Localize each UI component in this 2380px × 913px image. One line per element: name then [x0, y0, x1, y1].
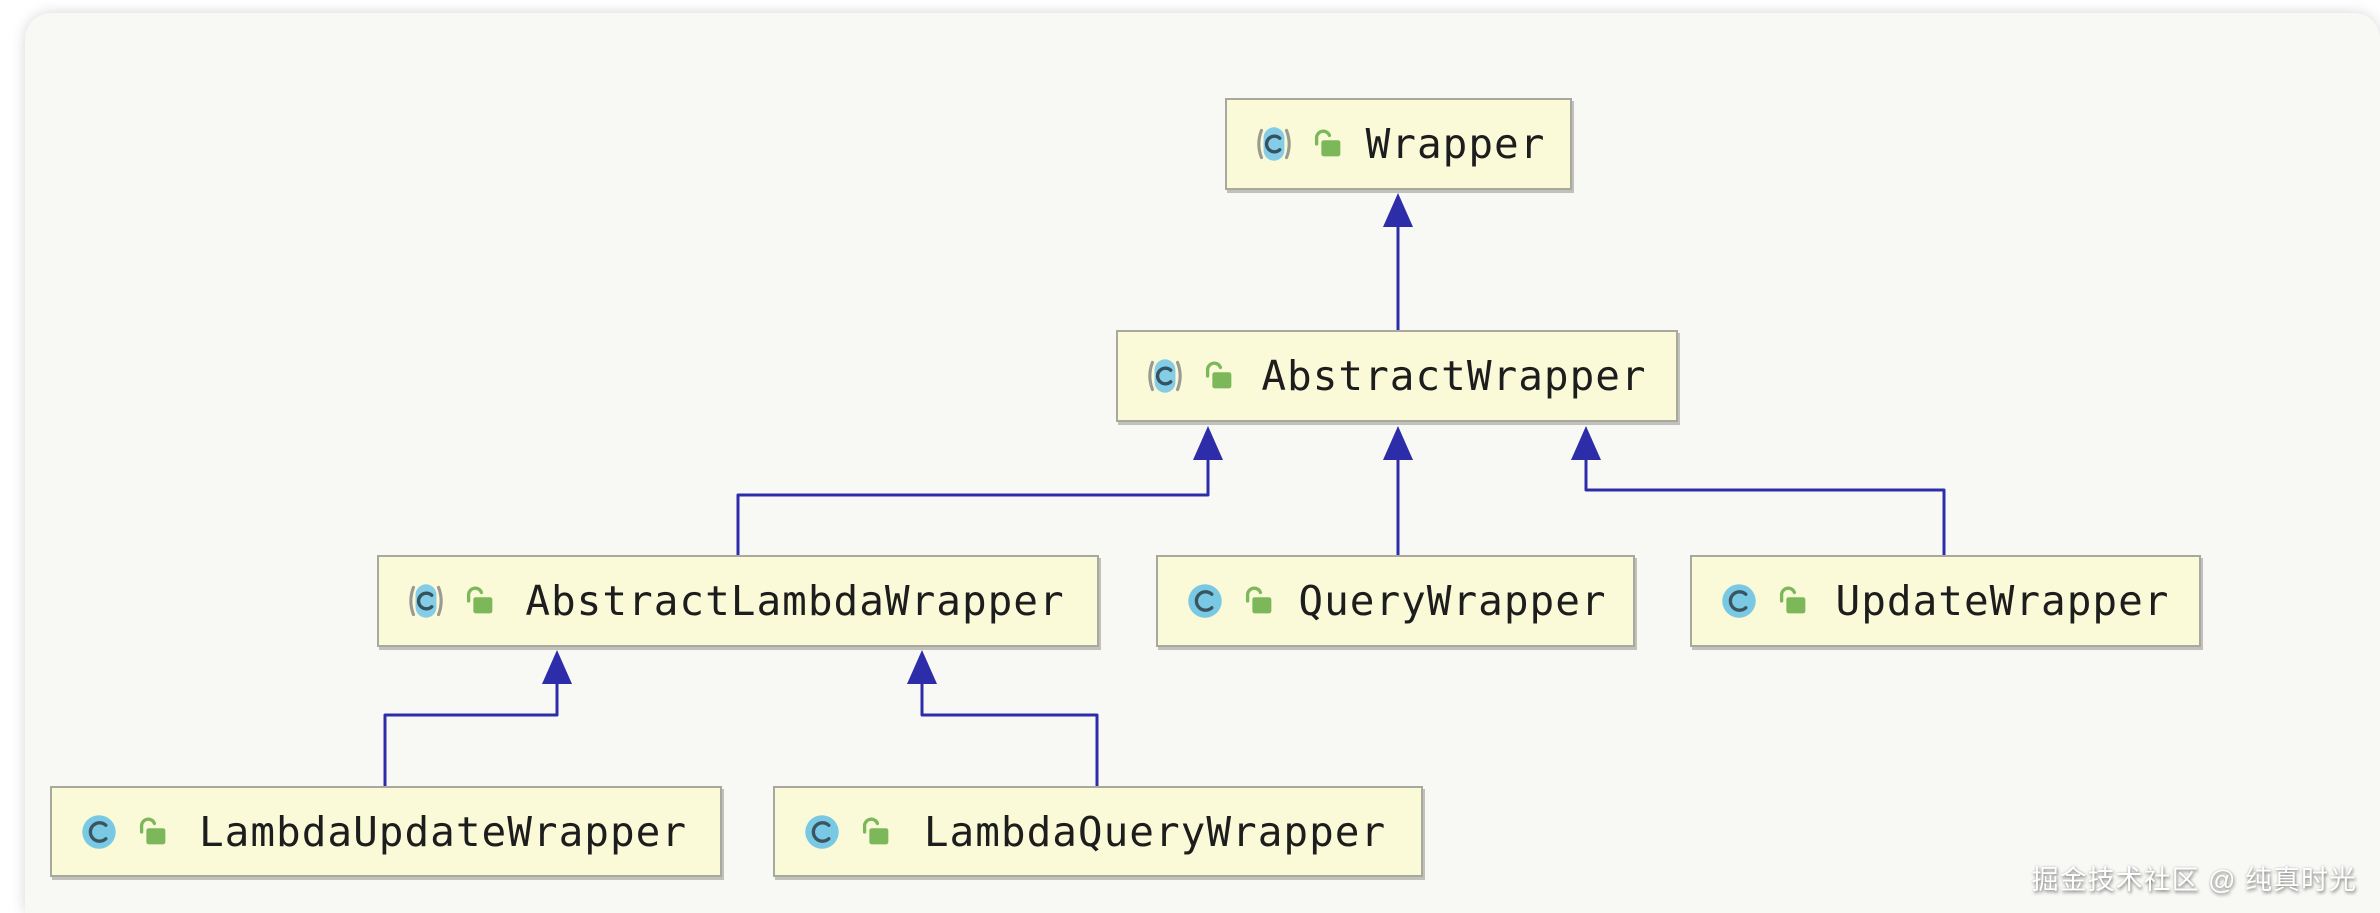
- abstract-class-icon: [1251, 121, 1297, 167]
- diagram-canvas-panel: [25, 13, 2380, 913]
- class-node-lambdaupdatewrapper[interactable]: LambdaUpdateWrapper: [50, 786, 722, 877]
- class-node-abstractwrapper[interactable]: AbstractWrapper: [1116, 330, 1678, 422]
- open-lock-icon: [857, 813, 895, 851]
- class-name-label: QueryWrapper: [1298, 577, 1607, 625]
- open-lock-icon: [1774, 582, 1812, 620]
- class-node-wrapper[interactable]: Wrapper: [1225, 98, 1572, 190]
- class-name-label: UpdateWrapper: [1835, 577, 2170, 625]
- open-lock-icon: [1240, 582, 1278, 620]
- class-node-querywrapper[interactable]: QueryWrapper: [1156, 555, 1635, 647]
- class-icon: [799, 809, 845, 855]
- abstract-class-icon: [1142, 353, 1188, 399]
- class-node-lambdaquerywrapper[interactable]: LambdaQueryWrapper: [773, 786, 1423, 877]
- class-node-updatewrapper[interactable]: UpdateWrapper: [1690, 555, 2201, 647]
- open-lock-icon: [461, 582, 499, 620]
- open-lock-icon: [1200, 357, 1238, 395]
- watermark-text: 掘金技术社区 @ 纯真时光: [2031, 865, 2357, 895]
- open-lock-icon: [1309, 125, 1347, 163]
- class-node-abstractlambdawrapper[interactable]: AbstractLambdaWrapper: [377, 555, 1099, 647]
- class-icon: [1716, 578, 1762, 624]
- class-name-label: AbstractLambdaWrapper: [525, 577, 1065, 625]
- class-name-label: Wrapper: [1365, 120, 1546, 168]
- class-name-label: LambdaQueryWrapper: [923, 807, 1387, 856]
- class-name-label: LambdaUpdateWrapper: [199, 807, 687, 856]
- class-icon: [1182, 578, 1228, 624]
- open-lock-icon: [134, 813, 172, 851]
- class-icon: [76, 809, 122, 855]
- class-name-label: AbstractWrapper: [1261, 352, 1647, 400]
- abstract-class-icon: [403, 578, 449, 624]
